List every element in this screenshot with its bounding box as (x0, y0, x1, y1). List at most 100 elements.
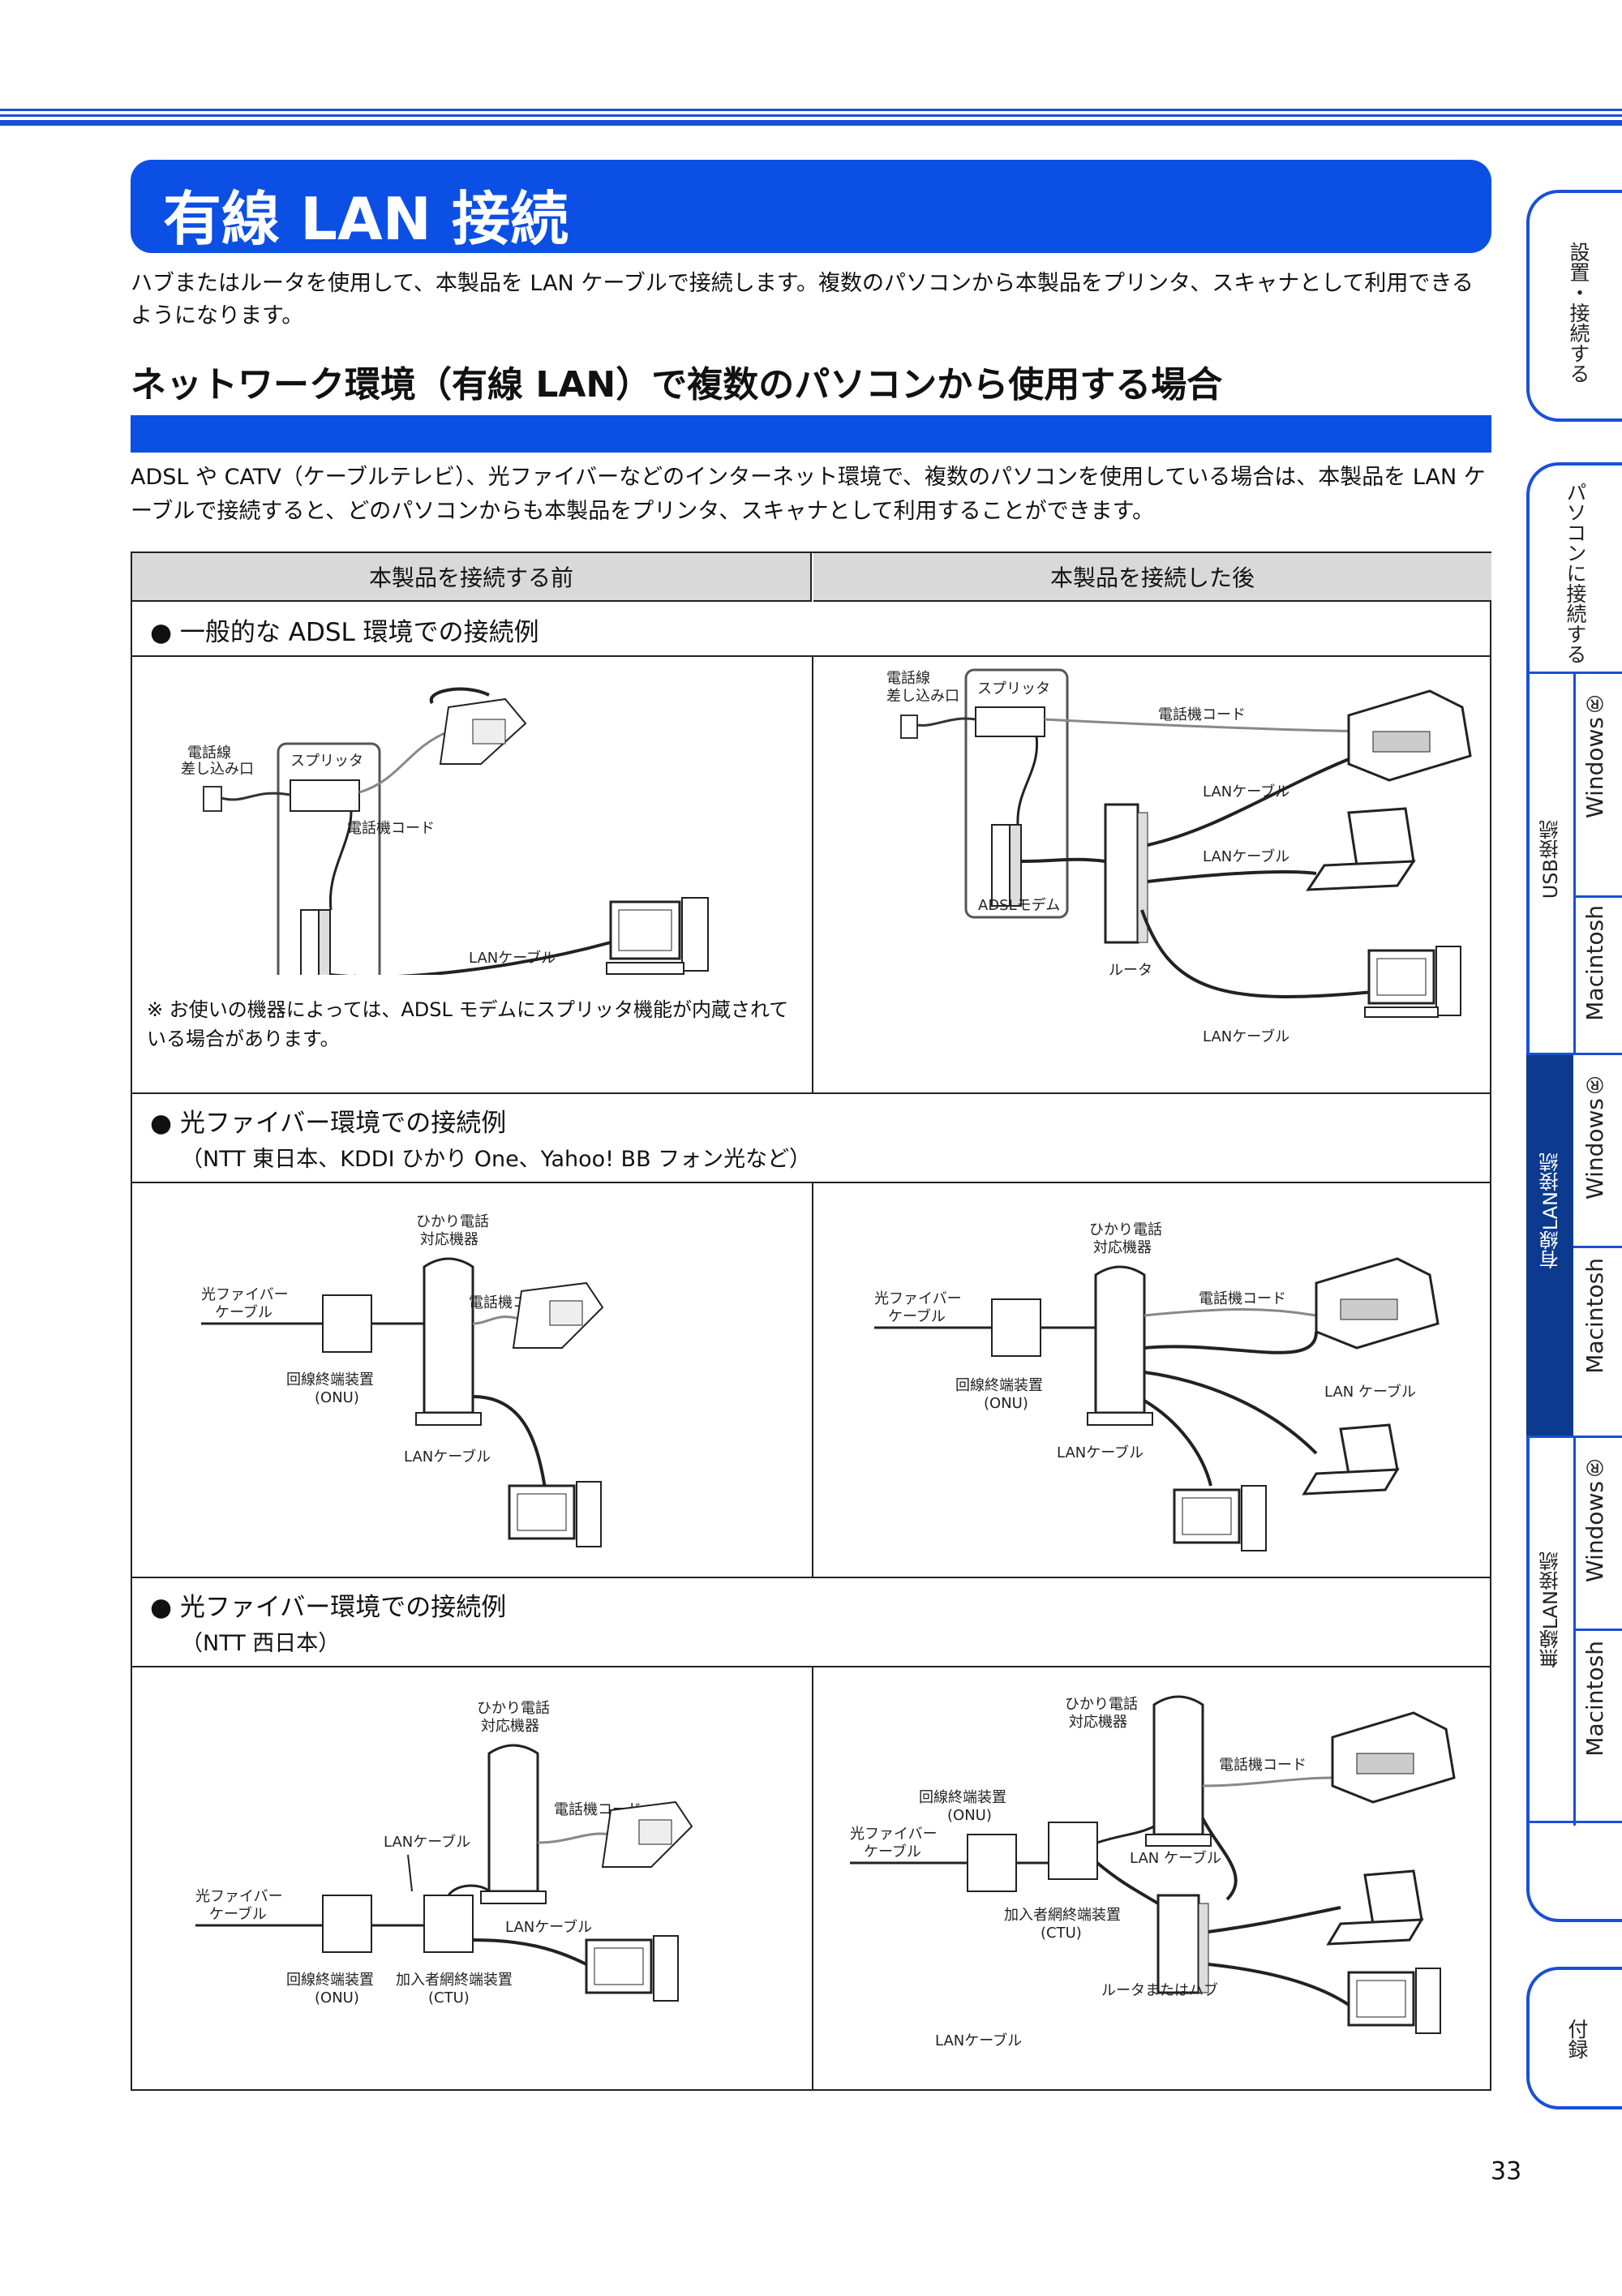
svg-text:(ONU): (ONU) (984, 1395, 1028, 1412)
svg-text:光ファイバー: 光ファイバー (850, 1826, 938, 1843)
lan-cable-label: LANケーブル (469, 949, 556, 967)
printer-icon (1331, 1711, 1456, 1804)
section-intro: ADSL や CATV（ケーブルテレビ）、光ファイバーなどのインターネット環境で… (131, 465, 1486, 524)
nav-usb-windows[interactable]: Windows® (1581, 690, 1608, 818)
jack-label: 電話線 (187, 745, 231, 762)
svg-text:ケーブル: ケーブル (888, 1307, 946, 1325)
case1-title-row: ● 一般的な ADSL 環境での接続例 (132, 602, 1490, 657)
svg-text:対応機器: 対応機器 (1093, 1239, 1152, 1256)
tab-setup-label: 設置・接続する (1567, 242, 1590, 384)
desktop-pc-icon (508, 1481, 602, 1547)
adsl-modem-icon (991, 824, 1022, 907)
nav-wired-macintosh[interactable]: Macintosh (1581, 1258, 1608, 1374)
svg-text:光ファイバー: 光ファイバー (195, 1888, 283, 1905)
svg-text:LANケーブル: LANケーブル (1057, 1444, 1144, 1461)
svg-text:ケーブル: ケーブル (209, 1905, 267, 1923)
desktop-pc-icon (1347, 1968, 1441, 2034)
onu-label: 回線終端装置 (286, 1371, 374, 1388)
svg-text:LANケーブル: LANケーブル (935, 2032, 1022, 2049)
svg-text:差し込み口: 差し込み口 (886, 688, 959, 705)
svg-text:対応機器: 対応機器 (420, 1231, 478, 1248)
nav-wired-windows[interactable]: Windows® (1581, 1071, 1608, 1199)
splitter-label: スプリッタ (290, 753, 363, 770)
divider (812, 1667, 813, 2089)
adsl-after-diagram: 電話線 差し込み口 スプリッタ 電話機コード ADSLモデム ルータ LANケー… (886, 668, 1472, 1045)
tab-setup[interactable]: 設置・接続する (1526, 190, 1622, 422)
svg-text:LANケーブル: LANケーブル (384, 1833, 470, 1851)
svg-text:LANケーブル: LANケーブル (1203, 1028, 1289, 1045)
nav-wireless-macintosh[interactable]: Macintosh (1581, 1641, 1608, 1757)
section-heading: ネットワーク環境（有線 LAN）で複数のパソコンから使用する場合 (131, 364, 1223, 406)
wall-jack-icon (203, 786, 222, 812)
ctu-icon (423, 1895, 474, 1953)
telephone-icon (601, 1800, 693, 1868)
printer-icon (1315, 1257, 1440, 1350)
fiber-east-after-diagram: ひかり電話 対応機器 光ファイバー ケーブル 回線終端装置 (ONU) 電話機コ… (874, 1221, 1440, 1551)
divider (132, 1092, 1490, 1094)
fiber-west-before-diagram: ひかり電話 対応機器 電話機コード LANケーブル 光ファイバー ケーブル 回線… (195, 1700, 693, 2006)
svg-text:対応機器: 対応機器 (481, 1718, 539, 1735)
svg-text:ケーブル: ケーブル (215, 1303, 272, 1321)
laptop-icon (1306, 807, 1416, 891)
onu-icon (322, 1294, 372, 1353)
nav-wireless-windows[interactable]: Windows® (1581, 1454, 1608, 1582)
divider (812, 1183, 813, 1577)
svg-text:ケーブル: ケーブル (864, 1843, 921, 1860)
splitter-icon (290, 779, 360, 812)
svg-text:光ファイバー: 光ファイバー (874, 1290, 962, 1307)
wired-label: 有線LAN接続 (1539, 1152, 1562, 1270)
svg-text:(ONU): (ONU) (315, 1989, 359, 2006)
svg-text:電話機コード: 電話機コード (1158, 706, 1246, 723)
svg-text:対応機器: 対応機器 (1069, 1714, 1127, 1731)
hikari-phone-router-icon (1145, 1695, 1212, 1847)
svg-text:LANケーブル: LANケーブル (404, 1448, 491, 1466)
svg-text:(CTU): (CTU) (428, 1989, 470, 2006)
telephone-icon (429, 687, 527, 765)
svg-text:ひかり電話: ひかり電話 (477, 1700, 550, 1717)
telephone-icon (512, 1281, 604, 1349)
nav-wireless: 無線LAN接続 Windows® Macintosh (1526, 1436, 1622, 1826)
top-rules (0, 109, 1622, 126)
section-bar (131, 415, 1491, 453)
svg-text:回線終端装置: 回線終端装置 (286, 1972, 374, 1989)
svg-text:ADSLモデム: ADSLモデム (978, 897, 1060, 914)
case2-title-row: ● 光ファイバー環境での接続例 （NTT 東日本、KDDI ひかり One、Ya… (132, 1094, 1490, 1183)
case1-title: ● 一般的な ADSL 環境での接続例 (150, 618, 539, 647)
case2-subtitle: （NTT 東日本、KDDI ひかり One、Yahoo! BB フォン光など） (181, 1147, 812, 1172)
svg-text:電話線: 電話線 (886, 670, 930, 687)
svg-text:加入者網終端装置: 加入者網終端装置 (396, 1972, 513, 1989)
hikari-phone-router-icon (415, 1257, 482, 1426)
svg-text:回線終端装置: 回線終端装置 (955, 1377, 1043, 1394)
divider (812, 657, 813, 1094)
wall-jack-icon (900, 715, 918, 739)
tab-appendix[interactable]: 付録 (1526, 1967, 1622, 2109)
svg-text:電話機コード: 電話機コード (1199, 1290, 1286, 1307)
svg-text:(ONU): (ONU) (947, 1807, 992, 1824)
usb-label: USB接続 (1539, 820, 1562, 899)
splitter-group-box (964, 668, 1069, 919)
fiber-label: 光ファイバー (201, 1286, 289, 1303)
ctu-icon (1048, 1822, 1098, 1880)
adsl-note: ※ お使いの機器によっては、ADSL モデムにスプリッタ機能が内蔵されている場合… (147, 998, 789, 1050)
case2-title: ● 光ファイバー環境での接続例 (150, 1109, 507, 1138)
onu-icon (322, 1895, 372, 1953)
onu-icon (991, 1298, 1041, 1357)
svg-text:(CTU): (CTU) (1041, 1925, 1082, 1942)
svg-text:LANケーブル: LANケーブル (505, 1918, 592, 1936)
splitter-icon (975, 706, 1045, 737)
nav-usb: USB接続 Windows® Macintosh (1526, 672, 1622, 1055)
svg-text:LAN ケーブル: LAN ケーブル (1130, 1849, 1221, 1867)
svg-text:スプリッタ: スプリッタ (977, 680, 1050, 697)
tab-pc-label: パソコンに接続する (1564, 482, 1587, 664)
nav-usb-macintosh[interactable]: Macintosh (1581, 905, 1608, 1021)
svg-text:LANケーブル: LANケーブル (1203, 783, 1289, 800)
svg-text:回線終端装置: 回線終端装置 (919, 1789, 1006, 1806)
page-number: 33 (1491, 2157, 1522, 2186)
splitter-group-box (277, 742, 381, 975)
nav-wired: 有線LAN接続 Windows® Macintosh (1526, 1053, 1622, 1438)
svg-text:ひかり電話: ひかり電話 (1065, 1696, 1138, 1713)
side-nav: USB接続 Windows® Macintosh 有線LAN接続 Windows… (1526, 672, 1622, 1826)
intro-text: ハブまたはルータを使用して、本製品を LAN ケーブルで接続します。複数のパソコ… (131, 271, 1474, 328)
laptop-icon (1326, 1869, 1424, 1946)
divider (132, 1577, 1490, 1578)
